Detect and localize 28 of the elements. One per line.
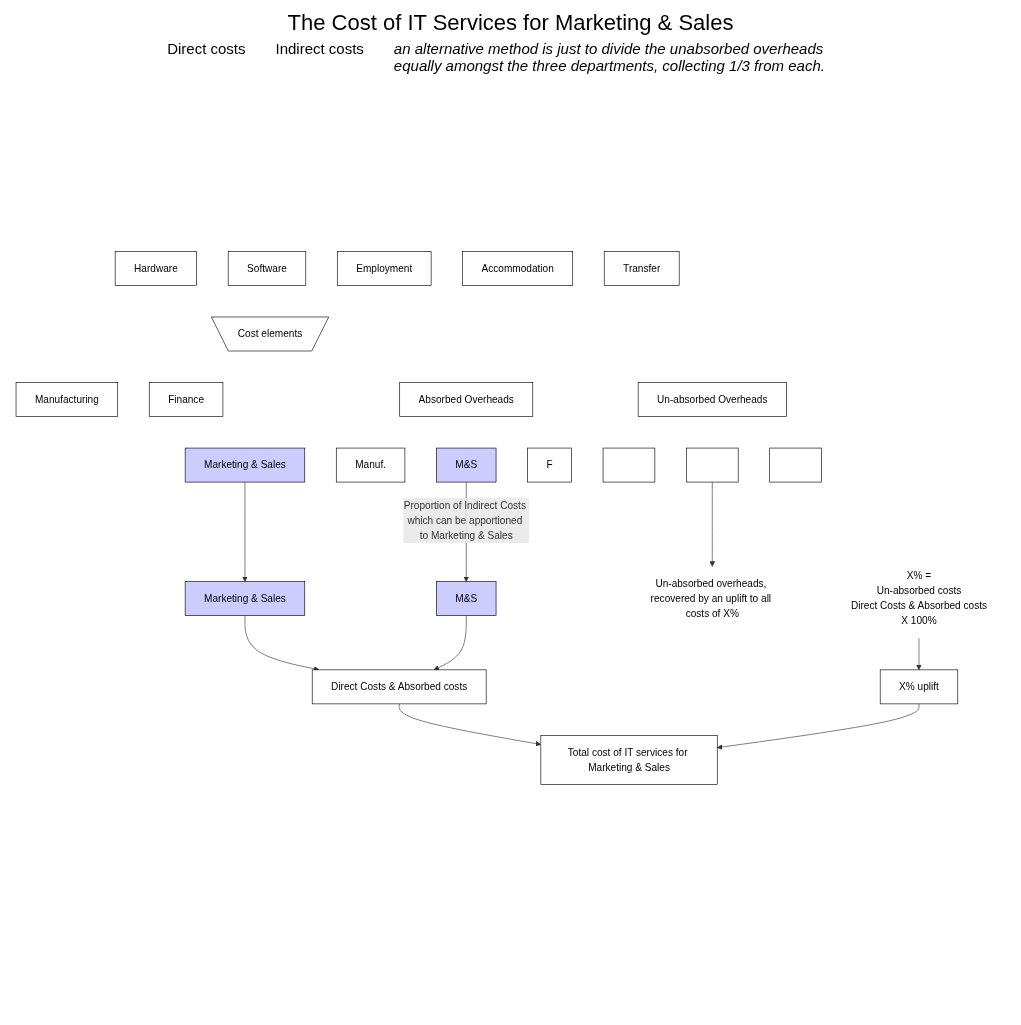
node-box: Manuf.: [335, 447, 405, 483]
node-box: Hardware: [114, 251, 197, 286]
node-text: Un-absorbed overheads, recovered by an uplift to all costs of X%: [650, 577, 771, 619]
node-box: Software: [227, 251, 306, 286]
node-box: [602, 447, 655, 483]
section-heading: Indirect costs: [275, 40, 364, 59]
section-heading: Direct costs: [167, 40, 246, 59]
node-box: Accommodation: [461, 251, 573, 286]
node-box: Employment: [336, 251, 431, 286]
node-box: M&S: [435, 581, 496, 616]
node-box: [685, 447, 738, 483]
node-box: [768, 447, 822, 483]
node-box: Marketing & Sales: [184, 581, 305, 616]
node-box: Direct Costs & Absorbed costs: [311, 669, 486, 705]
node-box: Manufacturing: [15, 382, 118, 417]
node-box: Total cost of IT services for Marketing & Sales: [540, 735, 718, 785]
node-box: F: [526, 447, 572, 483]
node-box: Un-absorbed Overheads: [637, 382, 787, 417]
node-box: Absorbed Overheads: [398, 382, 533, 417]
edge-label: Proportion of Indirect Costs which can be apportioned to Marketing & Sales: [403, 499, 526, 541]
node-text: X% = Un-absorbed costs Direct Costs & Absorbed costs X 100%: [850, 570, 987, 627]
node-box: M&S: [435, 447, 496, 483]
node-box: Finance: [148, 382, 223, 417]
diagram-title: The Cost of IT Services for Marketing & Sales: [286, 10, 735, 36]
node-box: X% uplift: [879, 669, 958, 705]
note-text: an alternative method is just to divide the unabsorbed overheads equally amongst the three departments, collecting 1/3 from each.: [393, 40, 826, 74]
node-box: Transfer: [603, 251, 679, 286]
node-box: Marketing & Sales: [184, 447, 305, 483]
